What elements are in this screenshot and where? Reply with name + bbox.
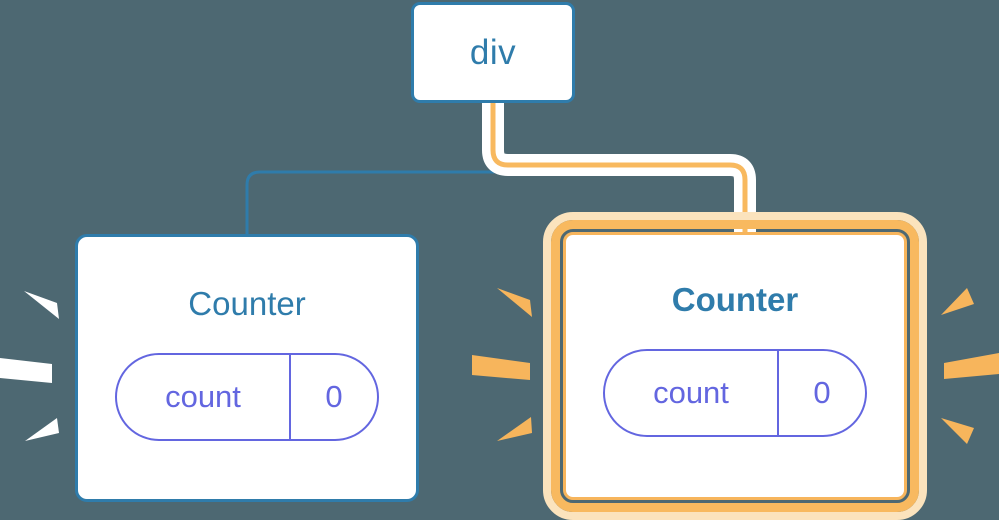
counter-left-state-value: 0 bbox=[325, 379, 343, 414]
node-div-label: div bbox=[469, 33, 517, 72]
counter-left-title: Counter bbox=[188, 285, 306, 322]
counter-right-state-value: 0 bbox=[813, 375, 831, 410]
counter-right-state-key: count bbox=[605, 351, 779, 435]
node-counter-right[interactable]: Counter count 0 bbox=[563, 232, 907, 500]
sparkle-icon-center-amber bbox=[472, 288, 532, 441]
sparkle-icon-right-amber bbox=[941, 288, 999, 444]
counter-right-title: Counter bbox=[671, 281, 799, 318]
counter-left-state-pill: count 0 bbox=[115, 353, 379, 441]
counter-right-highlight-ring bbox=[551, 220, 919, 512]
edge-div-to-counter-left bbox=[245, 103, 495, 236]
counter-right-state-pill: count 0 bbox=[603, 349, 867, 437]
sparkle-icon-left-white bbox=[0, 291, 59, 441]
node-counter-left[interactable]: Counter count 0 bbox=[75, 234, 419, 502]
counter-left-state-key: count bbox=[117, 355, 291, 439]
node-div[interactable]: div bbox=[411, 2, 575, 103]
